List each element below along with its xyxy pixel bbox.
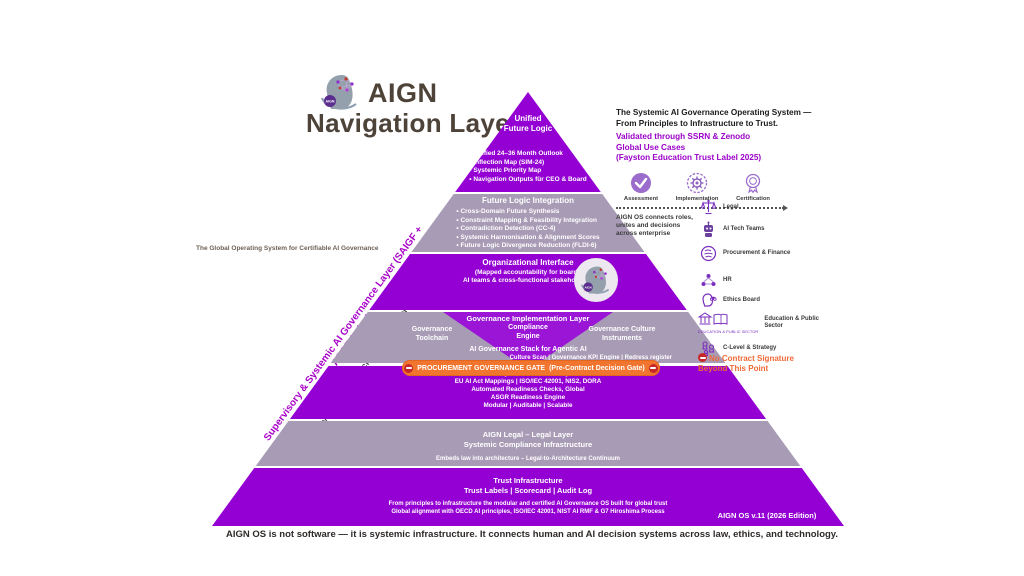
role-legal: Legal bbox=[700, 199, 739, 216]
role-procurement-finance: Procurement & Finance bbox=[700, 245, 790, 262]
layer2-bullets: Cross-Domain Future Synthesis Constraint… bbox=[456, 208, 599, 251]
layer2-title: Future Logic Integration bbox=[482, 196, 574, 205]
step-assessment: Assessment bbox=[616, 172, 666, 202]
role-c-level-strategy: C-Level & Strategy bbox=[700, 340, 776, 357]
role-ai-tech-teams: AI Tech Teams bbox=[700, 221, 764, 238]
layer7-title: Trust Infrastructure bbox=[493, 476, 563, 485]
layer6-footnote: Embeds law into architecture – Legal-to-… bbox=[435, 456, 621, 462]
step-implementation: Implementation bbox=[672, 172, 722, 202]
layer6-subtitle: Systemic Compliance Infrastructure bbox=[463, 440, 593, 449]
footer-caption: AIGN OS is not software — it is systemic… bbox=[225, 529, 839, 540]
brain-gear-icon bbox=[700, 245, 717, 262]
governance-culture-label: Governance Culture Instruments bbox=[588, 326, 656, 342]
version-badge: AIGN OS v.11 (2026 Edition) bbox=[717, 511, 817, 520]
robot-icon bbox=[704, 221, 713, 237]
layer-legal bbox=[212, 421, 844, 466]
procurement-governance-gate: PROCUREMENT GOVERNANCE GATE (Pre-Contrac… bbox=[402, 360, 660, 376]
no-entry-icon bbox=[648, 363, 658, 373]
icon-caption: EDUCATION & PUBLIC SECTOR bbox=[698, 329, 759, 334]
layer7-footnote: From principles to infrastructure the mo… bbox=[388, 501, 668, 507]
layer7-subtitle: Trust Labels | Scorecard | Audit Log bbox=[463, 486, 593, 495]
layer4-footnote: Culture Scan | Governance KPI Engine | R… bbox=[509, 355, 672, 361]
gate-label: PROCUREMENT GOVERNANCE GATE bbox=[417, 364, 546, 372]
agentic-ai-stack-label: AI Governance Stack for Agentic AI bbox=[469, 346, 587, 353]
connects-text: AIGN OS connects roles, unites and decis… bbox=[616, 213, 693, 237]
brand-subtitle: Navigation Layer bbox=[306, 108, 521, 138]
institution-book-icon bbox=[698, 312, 728, 325]
layer-trust-infrastructure bbox=[212, 468, 844, 526]
left-tagline: The Global Operating System for Certifia… bbox=[196, 245, 379, 252]
compliance-engine-label: Compliance Engine bbox=[508, 324, 548, 340]
gate-sublabel: (Pre-Contract Decision Gate) bbox=[549, 364, 645, 372]
role-ethics-board: Ethics Board bbox=[700, 292, 760, 309]
head-scales-icon bbox=[702, 293, 717, 307]
right-panel-title: The Systemic AI Governance Operating Sys… bbox=[616, 108, 812, 128]
check-circle-icon bbox=[631, 172, 651, 193]
layer3-title: Organizational Interface bbox=[482, 258, 574, 267]
right-panel: The Systemic AI Governance Operating Sys… bbox=[616, 108, 821, 238]
layer6-title: AIGN Legal – Legal Layer bbox=[482, 430, 574, 439]
role-hr: HR bbox=[700, 272, 732, 289]
layer5-line: Automated Readiness Checks, Global bbox=[471, 386, 585, 393]
scales-icon bbox=[700, 199, 717, 215]
validation-text: Validated through SSRN & Zenodo Global U… bbox=[616, 132, 762, 162]
layer5-line: EU AI Act Mappings | ISO/IEC 42001, NIS2… bbox=[454, 378, 602, 385]
layer4-title: Governance Implementation Layer bbox=[466, 314, 590, 323]
layer7-footnote: Global alignment with OECD AI principles… bbox=[391, 509, 665, 515]
layer1-bullets: Unified 24–36 Month Outlook Inflection M… bbox=[469, 150, 586, 184]
arrow-right-icon bbox=[783, 204, 788, 211]
role-education-public-sector: EDUCATION & PUBLIC SECTOR Education & Pu… bbox=[698, 311, 836, 334]
process-steps: Assessment Implementation bbox=[616, 172, 821, 202]
no-entry-icon bbox=[698, 353, 707, 362]
layer5-line: ASGR Readiness Engine bbox=[490, 394, 566, 401]
layer1-title: Unified Future Logic bbox=[503, 114, 553, 133]
layer5-line: Modular | Auditable | Scalable bbox=[483, 402, 573, 409]
dotted-divider bbox=[616, 204, 788, 211]
layer3-subtitle: (Mapped accountability for boards AI tea… bbox=[462, 269, 594, 284]
rosette-icon bbox=[745, 173, 761, 193]
brand-title: AIGN bbox=[368, 78, 438, 108]
gear-circle-icon bbox=[686, 172, 708, 193]
people-network-icon bbox=[701, 274, 716, 286]
governance-toolchain-label: Governance Toolchain bbox=[411, 326, 453, 342]
aign-logo-badge-icon bbox=[574, 258, 618, 302]
no-contract-warning: No Contract Signature Beyond This Point bbox=[698, 353, 794, 373]
no-entry-icon bbox=[404, 363, 414, 373]
step-certification: Certification bbox=[728, 172, 778, 202]
chess-strategy-icon bbox=[702, 341, 715, 357]
